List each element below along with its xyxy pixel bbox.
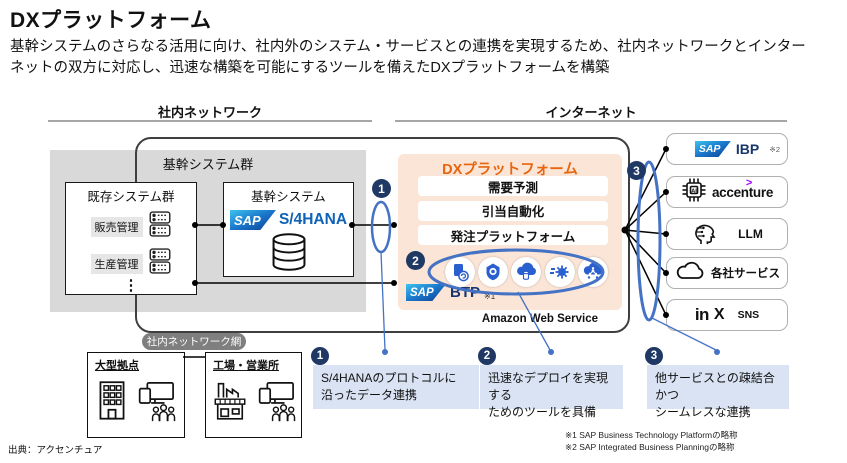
devices-people-icon xyxy=(132,381,176,428)
callout-1-line1: S/4HANAのプロトコルに xyxy=(321,371,457,385)
llm-label: LLM xyxy=(738,227,763,241)
sap-logo: SAP xyxy=(229,210,276,230)
sales-management-chip: 販売管理 xyxy=(90,216,143,237)
accenture-label: accenture xyxy=(711,184,774,200)
core-system-title: 基幹システム xyxy=(251,190,326,204)
badge-3-callout: 3 xyxy=(645,347,663,365)
legacy-systems-title: 既存システム群 xyxy=(87,190,175,204)
service-bar-ordering-platform: 発注プラットフォーム xyxy=(418,225,608,245)
callout-2: 迅速なデプロイを実現する ためのツールを具備 xyxy=(480,365,623,419)
ibp-label: IBP xyxy=(735,141,760,157)
sns-label: SNS xyxy=(737,309,760,321)
zone-rule-internet xyxy=(395,120,787,122)
legacy-system-row: 生産管理 xyxy=(66,248,196,279)
company-services-label: 各社サービス xyxy=(711,268,780,280)
callout-2-line2: ためのツールを具備 xyxy=(488,405,597,419)
cloud-database-icon xyxy=(511,257,541,287)
legacy-system-row: 販売管理 xyxy=(66,211,196,242)
accenture-wordmark: accenture > xyxy=(711,177,774,200)
highlight-ellipse-3 xyxy=(636,160,662,322)
callout-3-line2: シームレスな連携 xyxy=(655,405,751,419)
gear-speed-icon xyxy=(544,257,575,287)
service-bar-demand-forecast: 需要予測 xyxy=(418,176,608,196)
btp-footnote-ref: ※1 xyxy=(484,292,496,301)
ai-chip-icon: AI xyxy=(681,177,707,208)
callout-1-line2: 沿ったデータ連携 xyxy=(321,388,418,402)
document-sync-icon xyxy=(445,257,475,287)
database-icon xyxy=(224,232,353,277)
service-box-accenture: AI accenture > xyxy=(666,176,788,208)
accenture-accent-mark: > xyxy=(745,176,753,189)
source-credit: 出典：アクセンチュア xyxy=(8,445,103,456)
badge-1-diagram: 1 xyxy=(372,179,391,198)
btp-label: BTP xyxy=(450,284,480,301)
s4hana-label: S/4HANA xyxy=(278,211,348,228)
callout-3-line1: 他サービスとの疎結合かつ xyxy=(655,371,775,402)
factory-office-box: 工場・営業所 xyxy=(205,352,302,438)
legacy-systems-box: 既存システム群 販売管理 生産管理 xyxy=(65,182,197,295)
callout-1: S/4HANAのプロトコルに 沿ったデータ連携 xyxy=(313,365,479,409)
office-building-icon xyxy=(96,377,128,428)
sap-logo: SAP xyxy=(694,141,731,157)
head-circuit-icon xyxy=(691,218,719,251)
aws-label: Amazon Web Service xyxy=(481,313,598,325)
zone-label-internal-network: 社内ネットワーク xyxy=(157,105,262,120)
server-stack-icon xyxy=(148,248,172,279)
internal-network-pill: 社内ネットワーク網 xyxy=(142,333,246,350)
service-bar-allocation-automation: 引当自動化 xyxy=(418,200,608,221)
subtitle-line1: 基幹システムのさらなる活用に向け、社内外のシステム・サービスとの連携を実現するた… xyxy=(10,39,806,55)
large-site-box: 大型拠点 xyxy=(87,352,185,438)
linkedin-icon: in xyxy=(694,305,710,324)
core-system-box: 基幹システム SAP S/4HANA xyxy=(223,182,354,277)
core-systems-group-label: 基幹システム群 xyxy=(162,157,254,172)
badge-3-diagram: 3 xyxy=(627,161,646,180)
badge-1-callout: 1 xyxy=(311,347,329,365)
cloud-network-icon xyxy=(578,257,608,287)
badge-2-diagram: 2 xyxy=(406,251,425,270)
zone-label-internet: インターネット xyxy=(545,105,637,120)
production-management-chip: 生産管理 xyxy=(90,253,143,274)
badge-2-callout: 2 xyxy=(478,347,496,365)
large-site-title: 大型拠点 xyxy=(95,360,139,372)
zone-rule-internal xyxy=(48,120,372,122)
factory-office-title: 工場・営業所 xyxy=(213,360,279,372)
dx-platform-title: DXプラットフォーム xyxy=(442,162,578,178)
sap-logo: SAP xyxy=(406,284,446,301)
callout-2-line1: 迅速なデプロイを実現する xyxy=(488,371,609,402)
page-title: DXプラットフォーム xyxy=(10,9,212,32)
service-box-sap-ibp: SAP IBP ※2 xyxy=(666,133,788,165)
service-box-sns: in X SNS xyxy=(666,299,788,331)
more-systems-ellipsis: ⋮ xyxy=(123,277,139,294)
server-stack-icon xyxy=(148,211,172,242)
service-box-cloud-services: 各社サービス xyxy=(666,257,788,289)
footnotes: ※1 SAP Business Technology Platformの略称 ※… xyxy=(565,429,738,453)
devices-people-icon xyxy=(252,381,296,428)
subtitle-line2: ネットの双方に対応し、迅速な構築を可能にするツールを備えたDXプラットフォームを… xyxy=(10,60,610,76)
ibp-footnote-ref: ※2 xyxy=(769,145,780,154)
factory-shop-icon xyxy=(212,377,248,428)
sap-btp-logo-row: SAP BTP ※1 xyxy=(406,284,495,301)
footnote-1: ※1 SAP Business Technology Platformの略称 xyxy=(565,430,738,440)
service-box-llm: LLM xyxy=(666,218,788,250)
callout-3: 他サービスとの疎結合かつ シームレスな連携 xyxy=(647,365,789,419)
footnote-2: ※2 SAP Integrated Business Planningの略称 xyxy=(565,442,735,452)
svg-text:AI: AI xyxy=(691,188,697,194)
cloud-icon xyxy=(674,260,706,287)
s4hana-logo-row: SAP S/4HANA xyxy=(224,210,353,230)
x-twitter-icon: X xyxy=(713,306,725,323)
shield-badge-icon xyxy=(478,257,508,287)
